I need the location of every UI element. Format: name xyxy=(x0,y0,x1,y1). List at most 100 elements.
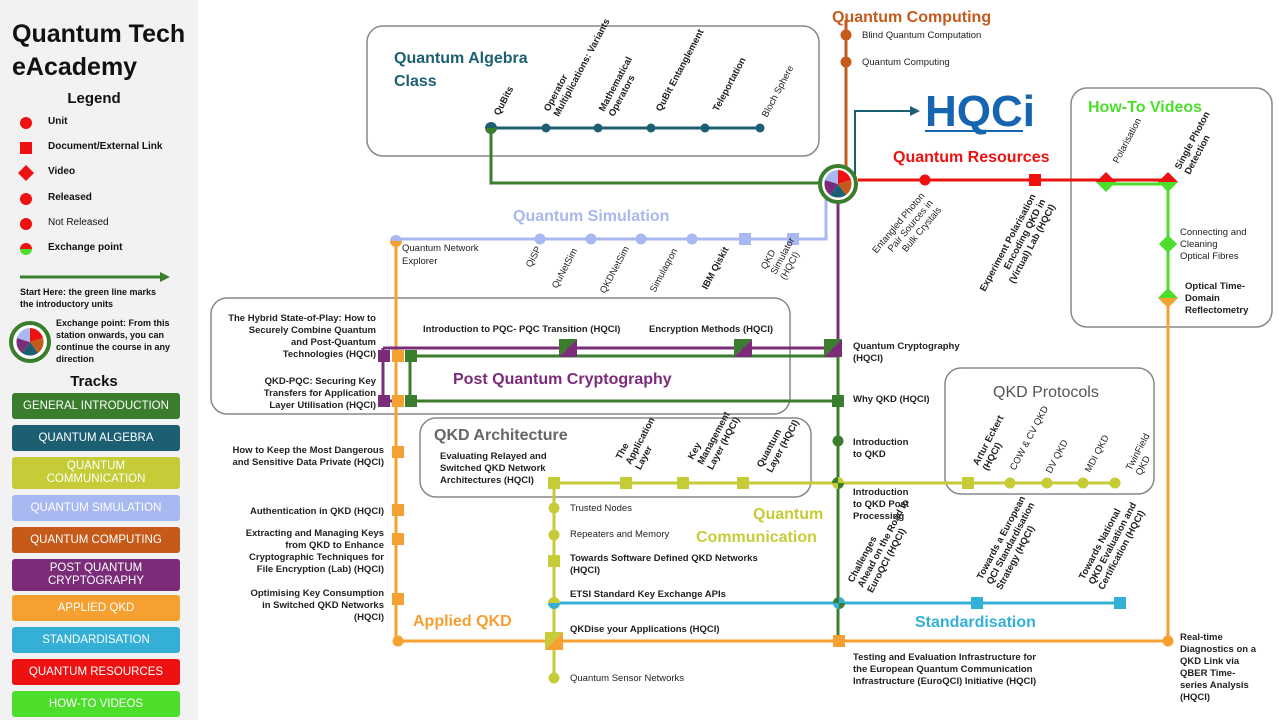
video-otdr[interactable] xyxy=(1158,288,1178,298)
document-testing-evaluation[interactable] xyxy=(833,635,845,647)
exchange-challenges[interactable] xyxy=(833,597,839,603)
unit-algebra-1[interactable] xyxy=(593,123,603,133)
unit-protocol-0[interactable] xyxy=(1004,477,1016,489)
quantum-communication-title: Quantum xyxy=(753,506,823,523)
unit-protocol-1[interactable] xyxy=(1041,477,1053,489)
document-intro-pqc[interactable] xyxy=(559,339,577,357)
unit-simulation-1[interactable] xyxy=(585,233,597,245)
document-hybrid-general[interactable] xyxy=(405,350,417,362)
central-exchange-hub[interactable] xyxy=(838,170,851,184)
station-label: Authentication in QKD (HQCI) xyxy=(250,506,384,517)
unit-blind-quantum-computation[interactable] xyxy=(840,29,852,41)
unit-protocol-3[interactable] xyxy=(1109,477,1121,489)
legend-label: Not Released xyxy=(48,217,109,228)
unit-intro-qkd[interactable] xyxy=(832,435,844,447)
unit-quantum-computing[interactable] xyxy=(840,56,852,68)
central-exchange-hub[interactable] xyxy=(824,180,838,195)
start-here-arrow-icon xyxy=(20,272,170,282)
exchange-note: Exchange point: From this station onward… xyxy=(56,317,170,365)
exchange-station-icon xyxy=(9,321,51,363)
track-button-quantum-algebra[interactable]: QUANTUM ALGEBRA xyxy=(12,425,180,451)
unit-repeaters-memory[interactable] xyxy=(548,529,560,541)
exchange-etsi[interactable] xyxy=(548,597,560,603)
unit-algebra-4[interactable] xyxy=(755,123,765,133)
track-button-quantum-communication[interactable]: QUANTUM COMMUNICATION xyxy=(12,457,180,489)
document-ibm-qiskit[interactable] xyxy=(739,233,751,245)
document-quantum-cryptography[interactable] xyxy=(824,339,842,357)
document-hybrid-applied[interactable] xyxy=(392,350,404,362)
exchange-intro-post-processing[interactable] xyxy=(838,477,844,483)
unit-label: Simulaqron xyxy=(648,247,680,295)
unit-quantum-sensor-networks[interactable] xyxy=(548,672,560,684)
document-hybrid-state[interactable] xyxy=(378,350,390,362)
document-qkd-simulator[interactable] xyxy=(787,233,799,245)
unit-trusted-nodes[interactable] xyxy=(548,502,560,514)
document-optimising-key[interactable] xyxy=(392,593,404,605)
video-otdr[interactable] xyxy=(1158,298,1178,308)
unit-qubits[interactable] xyxy=(485,128,497,134)
exchange-challenges[interactable] xyxy=(833,603,839,609)
document-experiment-polarisation[interactable] xyxy=(1029,174,1041,186)
exchange-intro-post-processing[interactable] xyxy=(838,483,844,489)
central-exchange-hub[interactable] xyxy=(830,184,846,198)
unit-label: QuBits xyxy=(492,85,516,118)
document-key-management[interactable] xyxy=(677,477,689,489)
exchange-intro-post-processing[interactable] xyxy=(832,477,838,483)
document-why-qkd[interactable] xyxy=(832,395,844,407)
unit-algebra-2[interactable] xyxy=(646,123,656,133)
unit-real-time-diagnostics[interactable] xyxy=(1162,635,1174,647)
unit-quantum-network-explorer[interactable] xyxy=(390,241,402,247)
document-qkd-pqc-general[interactable] xyxy=(405,395,417,407)
unit-quantum-network-explorer[interactable] xyxy=(390,235,402,241)
unit-simulation-2[interactable] xyxy=(635,233,647,245)
unit-entangled-photon[interactable] xyxy=(919,174,931,186)
unit-applied-start[interactable] xyxy=(392,635,404,647)
video-single-photon[interactable] xyxy=(1158,172,1178,182)
unit-simulation-0[interactable] xyxy=(534,233,546,245)
document-encryption-methods[interactable] xyxy=(734,339,752,357)
unit-algebra-0[interactable] xyxy=(541,123,551,133)
unit-simulation-3[interactable] xyxy=(686,233,698,245)
document-evaluating-relayed[interactable] xyxy=(548,477,560,489)
video-connecting-cleaning[interactable] xyxy=(1159,235,1177,253)
document-qkd-pqc[interactable] xyxy=(378,395,390,407)
document-authentication[interactable] xyxy=(392,504,404,516)
track-button-quantum-resources[interactable]: QUANTUM RESOURCES xyxy=(12,659,180,685)
video-single-photon[interactable] xyxy=(1158,182,1178,192)
document-european-qci[interactable] xyxy=(971,597,983,609)
central-exchange-hub[interactable] xyxy=(825,170,838,184)
track-button-standardisation[interactable]: STANDARDISATION xyxy=(12,627,180,653)
station-label: Testing and Evaluation Infrastructure fo… xyxy=(853,652,1036,687)
document-artur-eckert[interactable] xyxy=(962,477,974,489)
exchange-etsi[interactable] xyxy=(548,603,560,609)
document-quantum-layer[interactable] xyxy=(737,477,749,489)
track-button-how-to-videos[interactable]: HOW-TO VIDEOS xyxy=(12,691,180,717)
unit-algebra-3[interactable] xyxy=(700,123,710,133)
central-exchange-hub[interactable] xyxy=(838,180,852,195)
unit-protocol-2[interactable] xyxy=(1077,477,1089,489)
document-software-defined[interactable] xyxy=(548,555,560,567)
track-button-post-quantum-cryptography[interactable]: POST QUANTUM CRYPTOGRAPHY xyxy=(12,559,180,591)
app-title: Quantum Tech eAcademy xyxy=(12,18,196,84)
document-national-qkd[interactable] xyxy=(1114,597,1126,609)
track-button-applied-qkd[interactable]: APPLIED QKD xyxy=(12,595,180,621)
track-button-general-introduction[interactable]: GENERAL INTRODUCTION xyxy=(12,393,180,419)
video-polarisation[interactable] xyxy=(1096,172,1116,182)
document-dangerous-data[interactable] xyxy=(392,446,404,458)
unit-qubits[interactable] xyxy=(485,122,497,128)
unit-label: DV QKD xyxy=(1044,438,1071,475)
station-label: Repeaters and Memory xyxy=(570,529,670,540)
start-here-line2: the introductory units xyxy=(20,299,113,309)
document-extracting-keys[interactable] xyxy=(392,533,404,545)
track-button-quantum-computing[interactable]: QUANTUM COMPUTING xyxy=(12,527,180,553)
document-qkdise[interactable] xyxy=(545,632,563,650)
video-polarisation[interactable] xyxy=(1096,182,1116,192)
document-application-layer[interactable] xyxy=(620,477,632,489)
legend-label: Released xyxy=(48,192,92,203)
document-qkd-pqc-applied[interactable] xyxy=(392,395,404,407)
exchange-challenges[interactable] xyxy=(839,597,845,603)
track-button-quantum-simulation[interactable]: QUANTUM SIMULATION xyxy=(12,495,180,521)
exchange-challenges[interactable] xyxy=(839,603,845,609)
exchange-intro-post-processing[interactable] xyxy=(832,483,838,489)
